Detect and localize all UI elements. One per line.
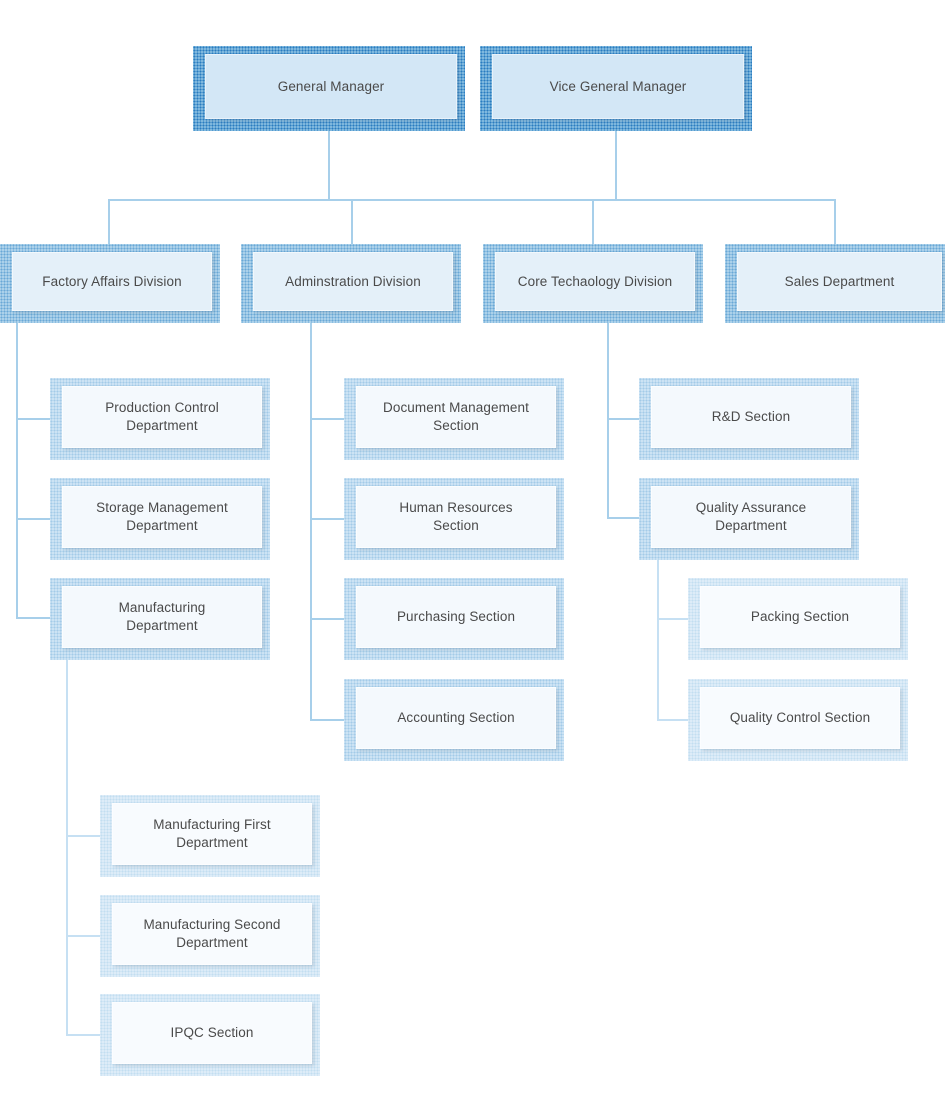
connector-to-manufacturing-first <box>66 835 101 837</box>
connector-general-manager-down <box>328 130 330 200</box>
connector-to-human-resources <box>310 518 345 520</box>
node-document-management-section[interactable]: Document Management Section <box>344 378 564 460</box>
connector-to-storage-management <box>16 518 51 520</box>
node-quality-assurance-department-label: Quality Assurance Department <box>651 486 851 548</box>
node-quality-control-section-label: Quality Control Section <box>700 687 900 749</box>
node-general-manager[interactable]: General Manager <box>193 46 465 131</box>
connector-to-production-control <box>16 418 51 420</box>
connector-executive-bus <box>108 199 836 201</box>
connector-to-document-management <box>310 418 345 420</box>
node-manufacturing-first-department[interactable]: Manufacturing First Department <box>100 795 320 877</box>
node-quality-assurance-department[interactable]: Quality Assurance Department <box>639 478 859 560</box>
connector-manufacturing-spine <box>66 657 68 1035</box>
node-general-manager-label: General Manager <box>205 54 457 119</box>
node-vice-general-manager-label: Vice General Manager <box>492 54 744 119</box>
connector-to-packing-section <box>657 618 689 620</box>
node-manufacturing-second-department-label: Manufacturing Second Department <box>112 903 312 965</box>
connector-to-quality-assurance <box>607 517 640 519</box>
node-purchasing-section[interactable]: Purchasing Section <box>344 578 564 660</box>
connector-to-accounting <box>310 719 345 721</box>
node-accounting-section-label: Accounting Section <box>356 687 556 749</box>
node-core-techaology-division-label: Core Techaology Division <box>495 252 695 311</box>
node-core-techaology-division[interactable]: Core Techaology Division <box>483 244 703 323</box>
connector-to-rd-section <box>607 418 640 420</box>
node-manufacturing-first-department-label: Manufacturing First Department <box>112 803 312 865</box>
node-rd-section[interactable]: R&D Section <box>639 378 859 460</box>
connector-quality-assurance-spine <box>657 557 659 720</box>
connector-adminstration-spine <box>310 322 312 720</box>
connector-core-techaology-spine <box>607 322 609 518</box>
connector-to-manufacturing-department <box>16 617 51 619</box>
node-production-control-department[interactable]: Production Control Department <box>50 378 270 460</box>
node-adminstration-division-label: Adminstration Division <box>253 252 453 311</box>
node-vice-general-manager[interactable]: Vice General Manager <box>480 46 752 131</box>
connector-vice-general-manager-down <box>615 130 617 200</box>
node-manufacturing-second-department[interactable]: Manufacturing Second Department <box>100 895 320 977</box>
connector-to-purchasing <box>310 618 345 620</box>
node-production-control-department-label: Production Control Department <box>62 386 262 448</box>
node-ipqc-section[interactable]: IPQC Section <box>100 994 320 1076</box>
node-quality-control-section[interactable]: Quality Control Section <box>688 679 908 761</box>
connector-to-ipqc-section <box>66 1034 101 1036</box>
node-factory-affairs-division[interactable]: Factory Affairs Division <box>0 244 220 323</box>
node-document-management-section-label: Document Management Section <box>356 386 556 448</box>
node-ipqc-section-label: IPQC Section <box>112 1002 312 1064</box>
node-purchasing-section-label: Purchasing Section <box>356 586 556 648</box>
connector-bus-to-sales <box>834 199 836 244</box>
node-sales-department[interactable]: Sales Department <box>725 244 945 323</box>
node-accounting-section[interactable]: Accounting Section <box>344 679 564 761</box>
node-adminstration-division[interactable]: Adminstration Division <box>241 244 461 323</box>
node-sales-department-label: Sales Department <box>737 252 942 311</box>
node-packing-section-label: Packing Section <box>700 586 900 648</box>
connector-bus-to-factory-affairs <box>108 199 110 244</box>
node-human-resources-section-label: Human Resources Section <box>356 486 556 548</box>
node-manufacturing-department-label: Manufacturing Department <box>62 586 262 648</box>
node-packing-section[interactable]: Packing Section <box>688 578 908 660</box>
node-factory-affairs-division-label: Factory Affairs Division <box>12 252 212 311</box>
node-rd-section-label: R&D Section <box>651 386 851 448</box>
connector-to-quality-control-section <box>657 719 689 721</box>
connector-factory-affairs-spine <box>16 322 18 618</box>
connector-to-manufacturing-second <box>66 935 101 937</box>
node-human-resources-section[interactable]: Human Resources Section <box>344 478 564 560</box>
node-storage-management-department-label: Storage Management Department <box>62 486 262 548</box>
connector-bus-to-adminstration <box>351 199 353 244</box>
node-manufacturing-department[interactable]: Manufacturing Department <box>50 578 270 660</box>
node-storage-management-department[interactable]: Storage Management Department <box>50 478 270 560</box>
connector-bus-to-core-techaology <box>592 199 594 244</box>
